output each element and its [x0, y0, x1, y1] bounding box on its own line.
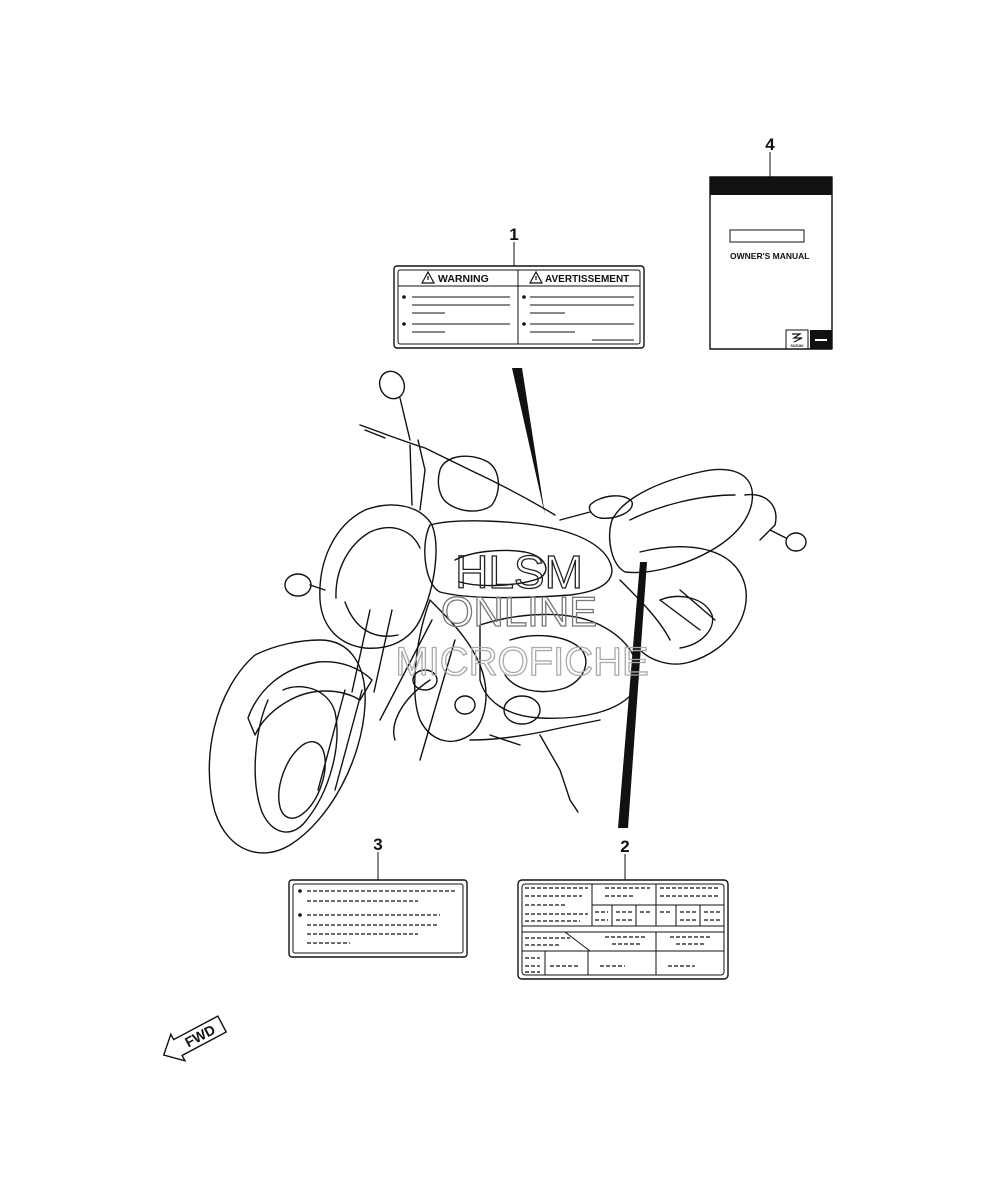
callout-3: 3: [373, 835, 382, 854]
warning-label-part-1: WARNING AVERTISSEMENT: [393, 265, 645, 349]
warning-triangle-icon: [528, 270, 544, 284]
info-label-part-3: [288, 879, 468, 958]
watermark-line-3: MICROFICHE: [395, 640, 648, 684]
spec-label-part-2: [517, 879, 729, 980]
watermark: HLSM ONLINE MICROFICHE: [395, 545, 650, 684]
suzuki-logo-icon: SUZUKI: [790, 333, 804, 348]
callout-2: 2: [620, 837, 629, 856]
watermark-line-2: ONLINE: [441, 588, 597, 635]
motorcycle-drawing: [208, 370, 807, 854]
brand-name: SUZUKI: [790, 344, 803, 348]
callout-1: 1: [509, 225, 518, 244]
owners-manual-part-4: OWNER'S MANUAL SUZUKI: [709, 176, 833, 350]
owners-manual-title: OWNER'S MANUAL: [730, 251, 809, 261]
callout-4: 4: [765, 135, 775, 154]
warning-heading: WARNING: [438, 273, 489, 285]
fwd-arrow-icon: FWD: [162, 1015, 228, 1062]
watermark-line-1: HLSM: [455, 546, 583, 598]
callout-leaders: [377, 152, 771, 880]
warning-triangle-icon: [420, 270, 436, 284]
avertissement-heading: AVERTISSEMENT: [545, 274, 629, 285]
